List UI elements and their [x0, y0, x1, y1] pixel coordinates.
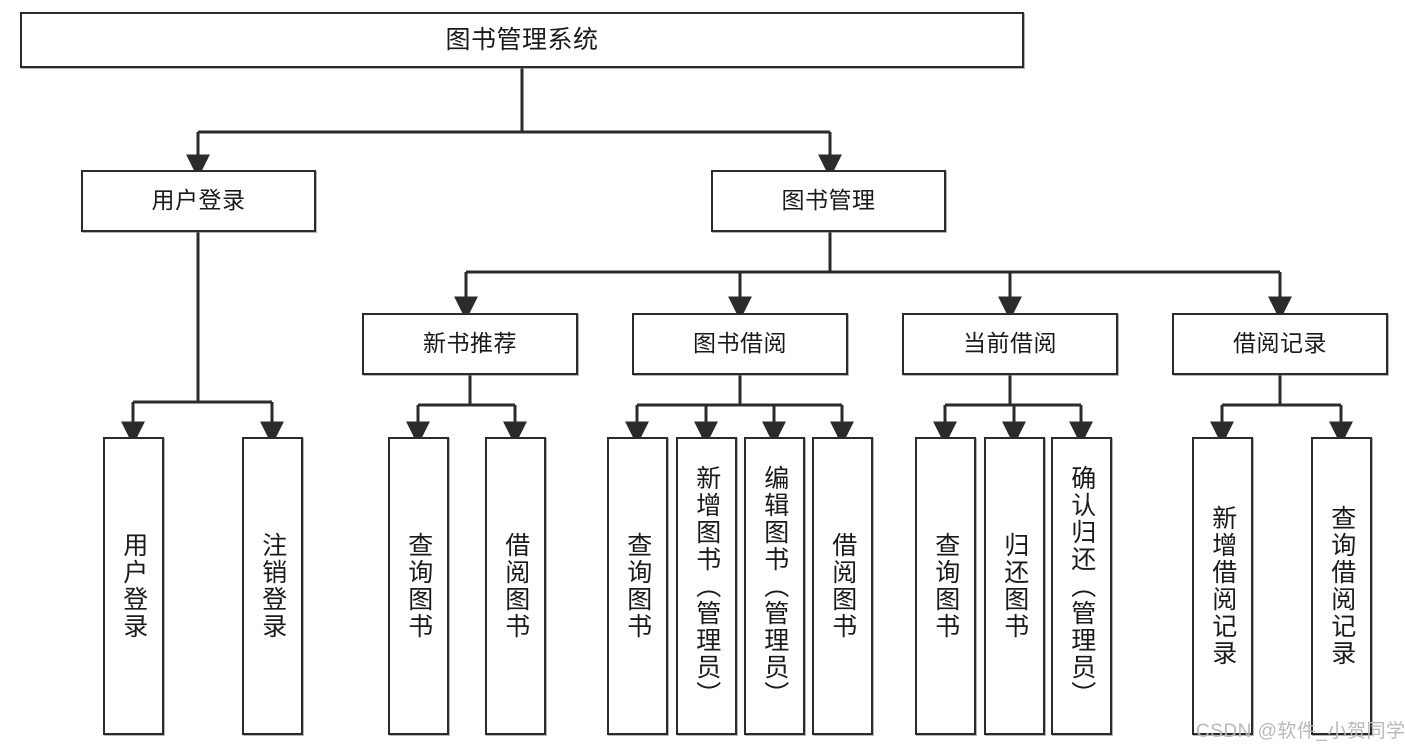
node-current-borrow[interactable]: 当前借阅	[902, 313, 1118, 375]
node-label: 图书管理	[781, 187, 876, 214]
node-label: 确认归还（管理员）	[1067, 464, 1096, 708]
node-label: 新书推荐	[423, 330, 517, 357]
node-label: 当前借阅	[963, 330, 1057, 357]
node-label: 归还图书	[1000, 532, 1029, 640]
node-book-management[interactable]: 图书管理	[711, 170, 946, 232]
node-label: 借阅图书	[828, 532, 857, 640]
leaf-user-login-login[interactable]: 用户登录	[103, 437, 164, 735]
node-label: 编辑图书（管理员）	[760, 464, 789, 708]
node-label: 图书管理系统	[445, 26, 599, 54]
node-label: 注销登录	[258, 532, 287, 640]
node-label: 用户登录	[151, 187, 246, 214]
leaf-book-borrow-edit-book-admin[interactable]: 编辑图书（管理员）	[744, 437, 805, 735]
node-label: 借阅记录	[1233, 330, 1327, 357]
node-label: 查询借阅记录	[1327, 505, 1356, 667]
node-label: 新增借阅记录	[1208, 505, 1237, 667]
leaf-user-login-logout[interactable]: 注销登录	[242, 437, 303, 735]
node-label: 新增图书（管理员）	[692, 464, 721, 708]
leaf-new-book-borrow-book[interactable]: 借阅图书	[485, 437, 546, 735]
node-borrow-record[interactable]: 借阅记录	[1172, 313, 1388, 375]
csdn-watermark: CSDN @软件_小贺同学	[1196, 721, 1405, 742]
leaf-current-borrow-query-book[interactable]: 查询图书	[915, 437, 976, 735]
leaf-borrow-record-add-record[interactable]: 新增借阅记录	[1192, 437, 1253, 735]
node-label: 查询图书	[404, 532, 433, 640]
leaf-current-borrow-return-book[interactable]: 归还图书	[984, 437, 1045, 735]
leaf-current-borrow-confirm-return-admin[interactable]: 确认归还（管理员）	[1051, 437, 1112, 735]
node-label: 用户登录	[119, 532, 148, 640]
node-label: 查询图书	[931, 532, 960, 640]
node-label: 图书借阅	[693, 330, 787, 357]
node-label: 查询图书	[623, 532, 652, 640]
node-new-book-recommend[interactable]: 新书推荐	[362, 313, 578, 375]
node-user-login[interactable]: 用户登录	[81, 170, 316, 232]
node-root-book-management-system[interactable]: 图书管理系统	[20, 12, 1024, 68]
leaf-book-borrow-query-book[interactable]: 查询图书	[607, 437, 668, 735]
node-book-borrow[interactable]: 图书借阅	[632, 313, 848, 375]
leaf-new-book-query-book[interactable]: 查询图书	[388, 437, 449, 735]
node-label: 借阅图书	[501, 532, 530, 640]
leaf-book-borrow-borrow-book[interactable]: 借阅图书	[812, 437, 873, 735]
leaf-book-borrow-add-book-admin[interactable]: 新增图书（管理员）	[676, 437, 737, 735]
leaf-borrow-record-query-record[interactable]: 查询借阅记录	[1311, 437, 1372, 735]
